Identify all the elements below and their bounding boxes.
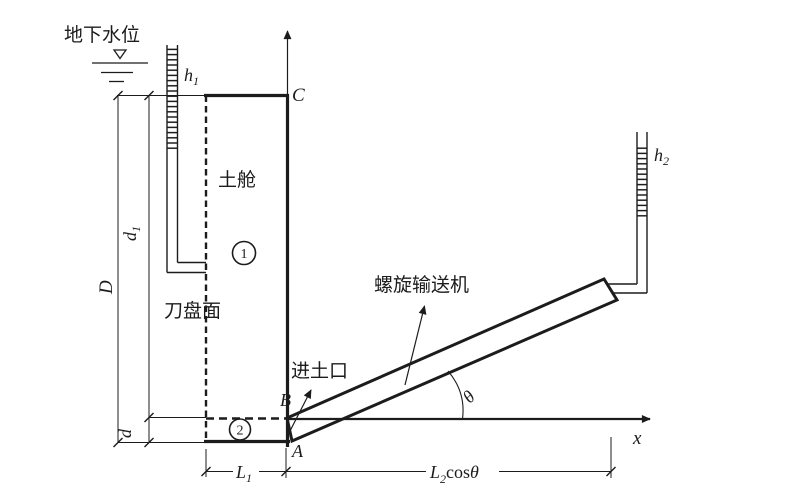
dimension-D-label: D: [96, 280, 117, 295]
theta-arc: [447, 370, 464, 420]
soil-inlet-label: 进土口: [291, 360, 348, 382]
zone-2-circle: [228, 418, 252, 441]
tick-L1-right: [281, 466, 291, 477]
tick-L2-right: [606, 466, 616, 477]
dimension-L2cos-label: L2cosθ: [429, 462, 479, 486]
dimension-L1-label: L1: [235, 462, 252, 485]
screw-conveyor-label: 螺旋输送机: [374, 274, 469, 296]
h2-water-column-hatch: [637, 145, 647, 220]
tick-d1-bottom: [144, 412, 154, 423]
bottom-dimension-ticks: [201, 466, 616, 477]
h1-label: h1: [184, 65, 199, 88]
left-dimension-lines: [117, 95, 206, 443]
bottom-dimension-lines: [205, 437, 612, 478]
point-a-label: A: [291, 441, 304, 461]
h2-piezometer-tube: [607, 132, 648, 294]
screw-conveyor-body: [285, 277, 620, 444]
tick-D-top: [113, 90, 123, 101]
groundwater-level-label: 地下水位: [64, 24, 140, 46]
theta-label: θ: [459, 386, 480, 407]
tick-d-bottom: [144, 437, 154, 448]
point-b-label: B: [280, 390, 291, 410]
h2-label: h2: [654, 145, 669, 168]
cutter-face-label: 刀盘面: [164, 300, 221, 322]
h1-piezometer-tube: [166, 45, 206, 274]
dimension-d-label: d: [115, 428, 135, 438]
water-level-triangle-icon: [112, 49, 128, 60]
dimension-ticks: [113, 90, 154, 448]
soil-chamber-label: 土舱: [218, 169, 256, 191]
point-c-label: C: [292, 85, 305, 106]
zone-2-badge: 2: [237, 424, 244, 439]
h1-water-column-hatch: [167, 48, 178, 150]
soil-chamber-outline: [204, 93, 290, 447]
dimension-d1-label: d1: [120, 226, 143, 241]
tick-L1-left: [201, 466, 211, 477]
tick-d1-top: [144, 90, 154, 101]
water-level-symbol: [92, 49, 148, 83]
zone-1-badge: 1: [241, 247, 248, 262]
x-axis-label: x: [632, 428, 642, 449]
screw-conveyor-leader-arrow: [404, 305, 427, 386]
tick-D-bottom: [113, 437, 123, 448]
soil-inlet-leader-arrow: [289, 389, 312, 432]
zone-1-circle: [231, 240, 257, 266]
